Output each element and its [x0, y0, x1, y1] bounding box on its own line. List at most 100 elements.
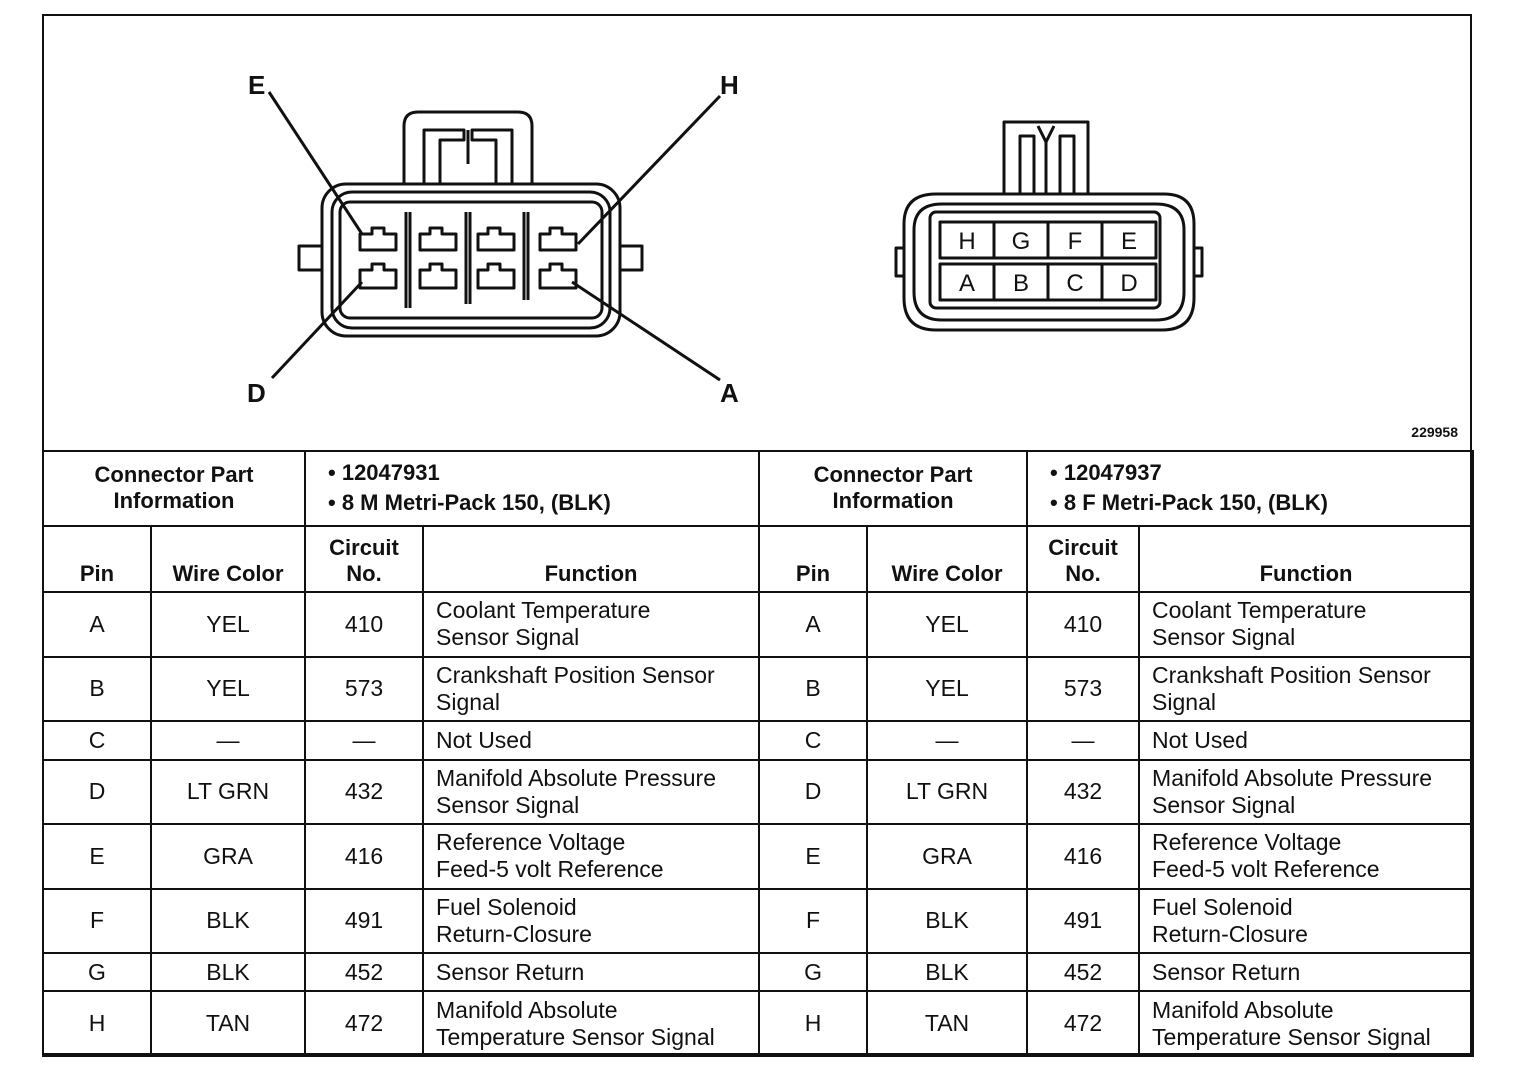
connector-info-label: Connector Part Information	[41, 450, 307, 527]
function-line: Signal	[436, 688, 500, 715]
col-header-function: Function	[422, 524, 761, 594]
connector-part-numbers: • 12047937 • 8 F Metri-Pack 150, (BLK)	[1026, 450, 1475, 527]
function-line: Sensor Signal	[436, 624, 580, 651]
callout-line-h	[576, 94, 722, 246]
pin-cell: F	[42, 887, 152, 955]
pin-cell: D	[42, 758, 152, 826]
col-header-circuit: Circuit No.	[304, 524, 425, 594]
circuit-cell: 573	[304, 655, 425, 723]
col-header-wire-color: Wire Color	[866, 524, 1029, 594]
circuit-header-line: Circuit	[1048, 535, 1118, 561]
pin-cell: E	[42, 823, 152, 890]
pinout-table: Connector Part Information • 12047931 • …	[41, 450, 1475, 1057]
circuit-cell: 452	[304, 952, 425, 993]
info-label-line: Connector Part	[94, 462, 254, 488]
circuit-cell: 452	[1026, 952, 1141, 993]
pin-cell: F	[758, 887, 869, 955]
wire-color-cell: YEL	[149, 655, 307, 723]
function-line: Fuel Solenoid	[1152, 893, 1293, 920]
wire-color-cell: GRA	[149, 823, 307, 890]
connector-info-label: Connector Part Information	[758, 450, 1029, 527]
callout-line-e	[267, 91, 364, 235]
function-line: Temperature Sensor Signal	[436, 1023, 715, 1050]
callout-line-d	[270, 280, 364, 380]
function-line: Coolant Temperature	[436, 597, 651, 624]
col-header-pin: Pin	[758, 524, 869, 594]
function-line: Signal	[1152, 688, 1216, 715]
function-line: Sensor Signal	[1152, 791, 1296, 818]
circuit-cell: 416	[304, 823, 425, 890]
wire-color-cell: YEL	[866, 591, 1029, 658]
pin-cell: C	[42, 720, 152, 761]
function-line: Manifold Absolute	[1152, 996, 1334, 1023]
circuit-cell: 416	[1026, 823, 1141, 890]
connector-drawing: H G F E A B C D	[267, 91, 1204, 382]
wire-color-cell: YEL	[149, 591, 307, 658]
function-line: Crankshaft Position Sensor	[436, 661, 715, 688]
part-line: • 12047931	[328, 460, 440, 486]
function-line: Manifold Absolute Pressure	[436, 764, 717, 791]
circuit-header-line: Circuit	[329, 535, 399, 561]
circuit-cell: 410	[1026, 591, 1141, 658]
male-latch	[402, 110, 534, 184]
part-line: • 8 M Metri-Pack 150, (BLK)	[328, 490, 611, 516]
pin-cell: H	[758, 990, 869, 1057]
wire-color-cell: LT GRN	[866, 758, 1029, 826]
callout-label-e: E	[248, 70, 266, 100]
circuit-cell: 432	[304, 758, 425, 826]
female-connector	[894, 120, 1204, 332]
pin-cell: D	[758, 758, 869, 826]
pin-cell: A	[42, 591, 152, 658]
connector-info-row: Connector Part Information • 12047931 • …	[41, 450, 1475, 527]
part-line: • 8 F Metri-Pack 150, (BLK)	[1050, 490, 1328, 516]
pin-cell: G	[42, 952, 152, 993]
pin-cell: B	[42, 655, 152, 723]
function-line: Feed-5 volt Reference	[436, 856, 664, 883]
column-header-row: Pin Wire Color Circuit No. Function Pin …	[42, 524, 1475, 594]
wire-color-cell: BLK	[866, 887, 1029, 955]
function-line: Coolant Temperature	[1152, 597, 1367, 624]
figure-number: 229958	[1411, 424, 1458, 440]
wire-color-cell: BLK	[149, 887, 307, 955]
wire-color-cell: TAN	[149, 990, 307, 1057]
circuit-cell: —	[304, 720, 425, 761]
callout-line-a	[571, 280, 721, 382]
wire-color-cell: BLK	[149, 952, 307, 993]
col-header-pin: Pin	[42, 524, 152, 594]
info-label-line: Information	[832, 488, 954, 514]
circuit-cell: 491	[1026, 887, 1141, 955]
female-pin-label: A	[959, 270, 975, 297]
female-pin-label: E	[1121, 228, 1137, 255]
function-cell: Sensor Return	[1138, 952, 1475, 993]
info-label-line: Connector Part	[813, 462, 973, 488]
wire-color-cell: TAN	[866, 990, 1029, 1057]
callout-label-a: A	[720, 378, 739, 408]
col-header-circuit: Circuit No.	[1026, 524, 1141, 594]
function-line: Crankshaft Position Sensor	[1152, 661, 1431, 688]
pin-cell: H	[42, 990, 152, 1057]
function-line: Feed-5 volt Reference	[1152, 856, 1380, 883]
col-header-function: Function	[1138, 524, 1475, 594]
circuit-cell: 573	[1026, 655, 1141, 723]
circuit-cell: —	[1026, 720, 1141, 761]
wire-color-cell: LT GRN	[149, 758, 307, 826]
circuit-header-line: No.	[1065, 561, 1101, 587]
function-line: Return-Closure	[1152, 920, 1308, 947]
info-label-line: Information	[113, 488, 235, 514]
function-cell: Not Used	[1138, 720, 1475, 761]
